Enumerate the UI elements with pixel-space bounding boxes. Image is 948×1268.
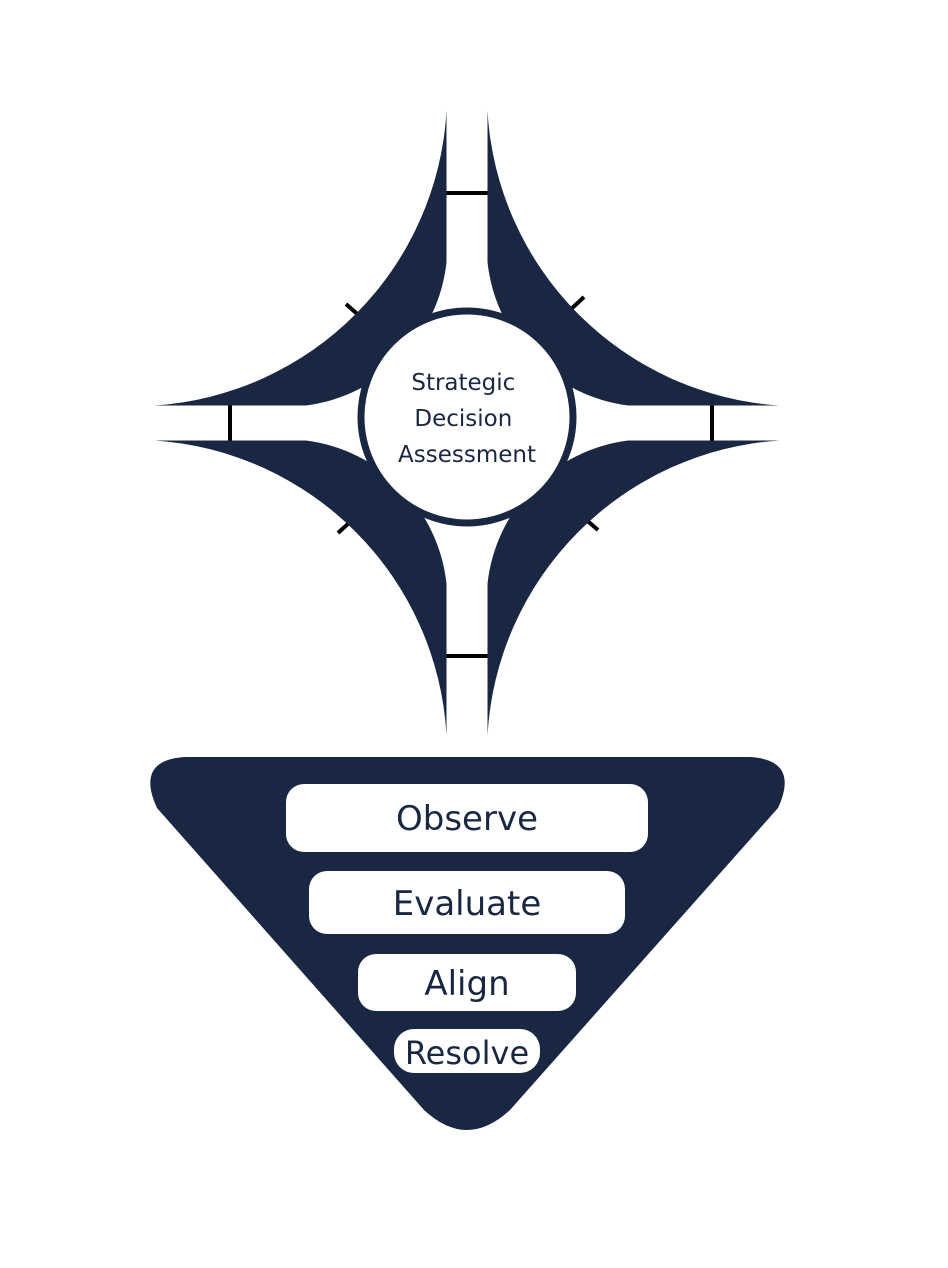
- quadrant-bottom-left[interactable]: [154, 440, 447, 736]
- step-observe[interactable]: [286, 784, 648, 852]
- step-evaluate[interactable]: [309, 871, 625, 934]
- step-align-label: Align: [424, 964, 509, 1004]
- hub-label-line: Strategic: [411, 370, 515, 396]
- hub[interactable]: Strategic Decision Assessment: [357, 307, 577, 527]
- hub-label-line: Assessment: [398, 442, 536, 468]
- quadrant-label-top-right: Growth & Expansion Optimisation: [551, 165, 725, 339]
- hub-label-line: Decision: [414, 406, 512, 432]
- quadrant-top-left[interactable]: [154, 110, 447, 406]
- label-line: Growth & Expansion: [568, 165, 720, 317]
- step-align[interactable]: [358, 954, 576, 1011]
- funnel-steps: Observe Evaluate Align Resolve: [286, 784, 648, 1073]
- step-observe-label: Observe: [396, 799, 538, 839]
- quadrant-top-right[interactable]: [487, 110, 780, 406]
- hub-label: Strategic Decision Assessment: [398, 370, 536, 468]
- quadrants: [154, 110, 780, 736]
- step-evaluate-label: Evaluate: [393, 884, 542, 924]
- quadrant-label-top-left: Governance & Decision Alignment: [213, 183, 363, 333]
- quadrant-bottom-right[interactable]: [487, 440, 780, 736]
- step-resolve-label: Resolve: [405, 1034, 529, 1072]
- hub-circle: [357, 307, 577, 527]
- step-resolve[interactable]: [394, 1029, 540, 1073]
